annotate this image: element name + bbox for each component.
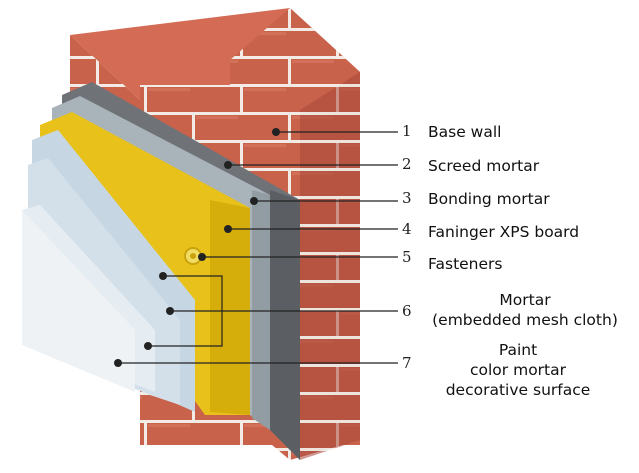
label-base-wall: Base wall	[428, 123, 502, 141]
paint-surface-front	[22, 210, 135, 392]
label-screed-mortar: Screed mortar	[428, 157, 540, 175]
label-paint-line-2: color mortar	[470, 361, 566, 379]
label-mortar-mesh: Mortar (embedded mesh cloth)	[416, 290, 634, 330]
label-mortar-line-1: Mortar	[499, 291, 551, 309]
label-number-2: 2	[402, 155, 412, 173]
label-number-5: 5	[402, 248, 412, 266]
label-number-7: 7	[402, 354, 412, 372]
label-number-1: 1	[402, 122, 412, 140]
label-mortar-line-2: (embedded mesh cloth)	[432, 311, 618, 329]
xps-board-edge	[210, 200, 250, 415]
label-number-3: 3	[402, 189, 412, 207]
label-paint-line-3: decorative surface	[445, 381, 591, 399]
label-paint-surface: Paint color mortar decorative surface	[428, 340, 608, 400]
label-fasteners: Fasteners	[428, 255, 503, 273]
label-bonding-mortar: Bonding mortar	[428, 190, 550, 208]
screed-mortar-edge	[270, 190, 300, 460]
brick-wall-edge	[300, 72, 360, 460]
label-paint-line-1: Paint	[498, 341, 538, 359]
leader-dots	[114, 128, 280, 367]
label-xps-board: Faninger XPS board	[428, 223, 580, 241]
label-number-6: 6	[402, 302, 412, 320]
leader-lines	[118, 131, 398, 364]
bonding-mortar-edge	[252, 190, 270, 430]
label-number-4: 4	[402, 220, 412, 238]
leader-6-bracket	[148, 275, 223, 347]
fastener-center	[190, 253, 196, 259]
